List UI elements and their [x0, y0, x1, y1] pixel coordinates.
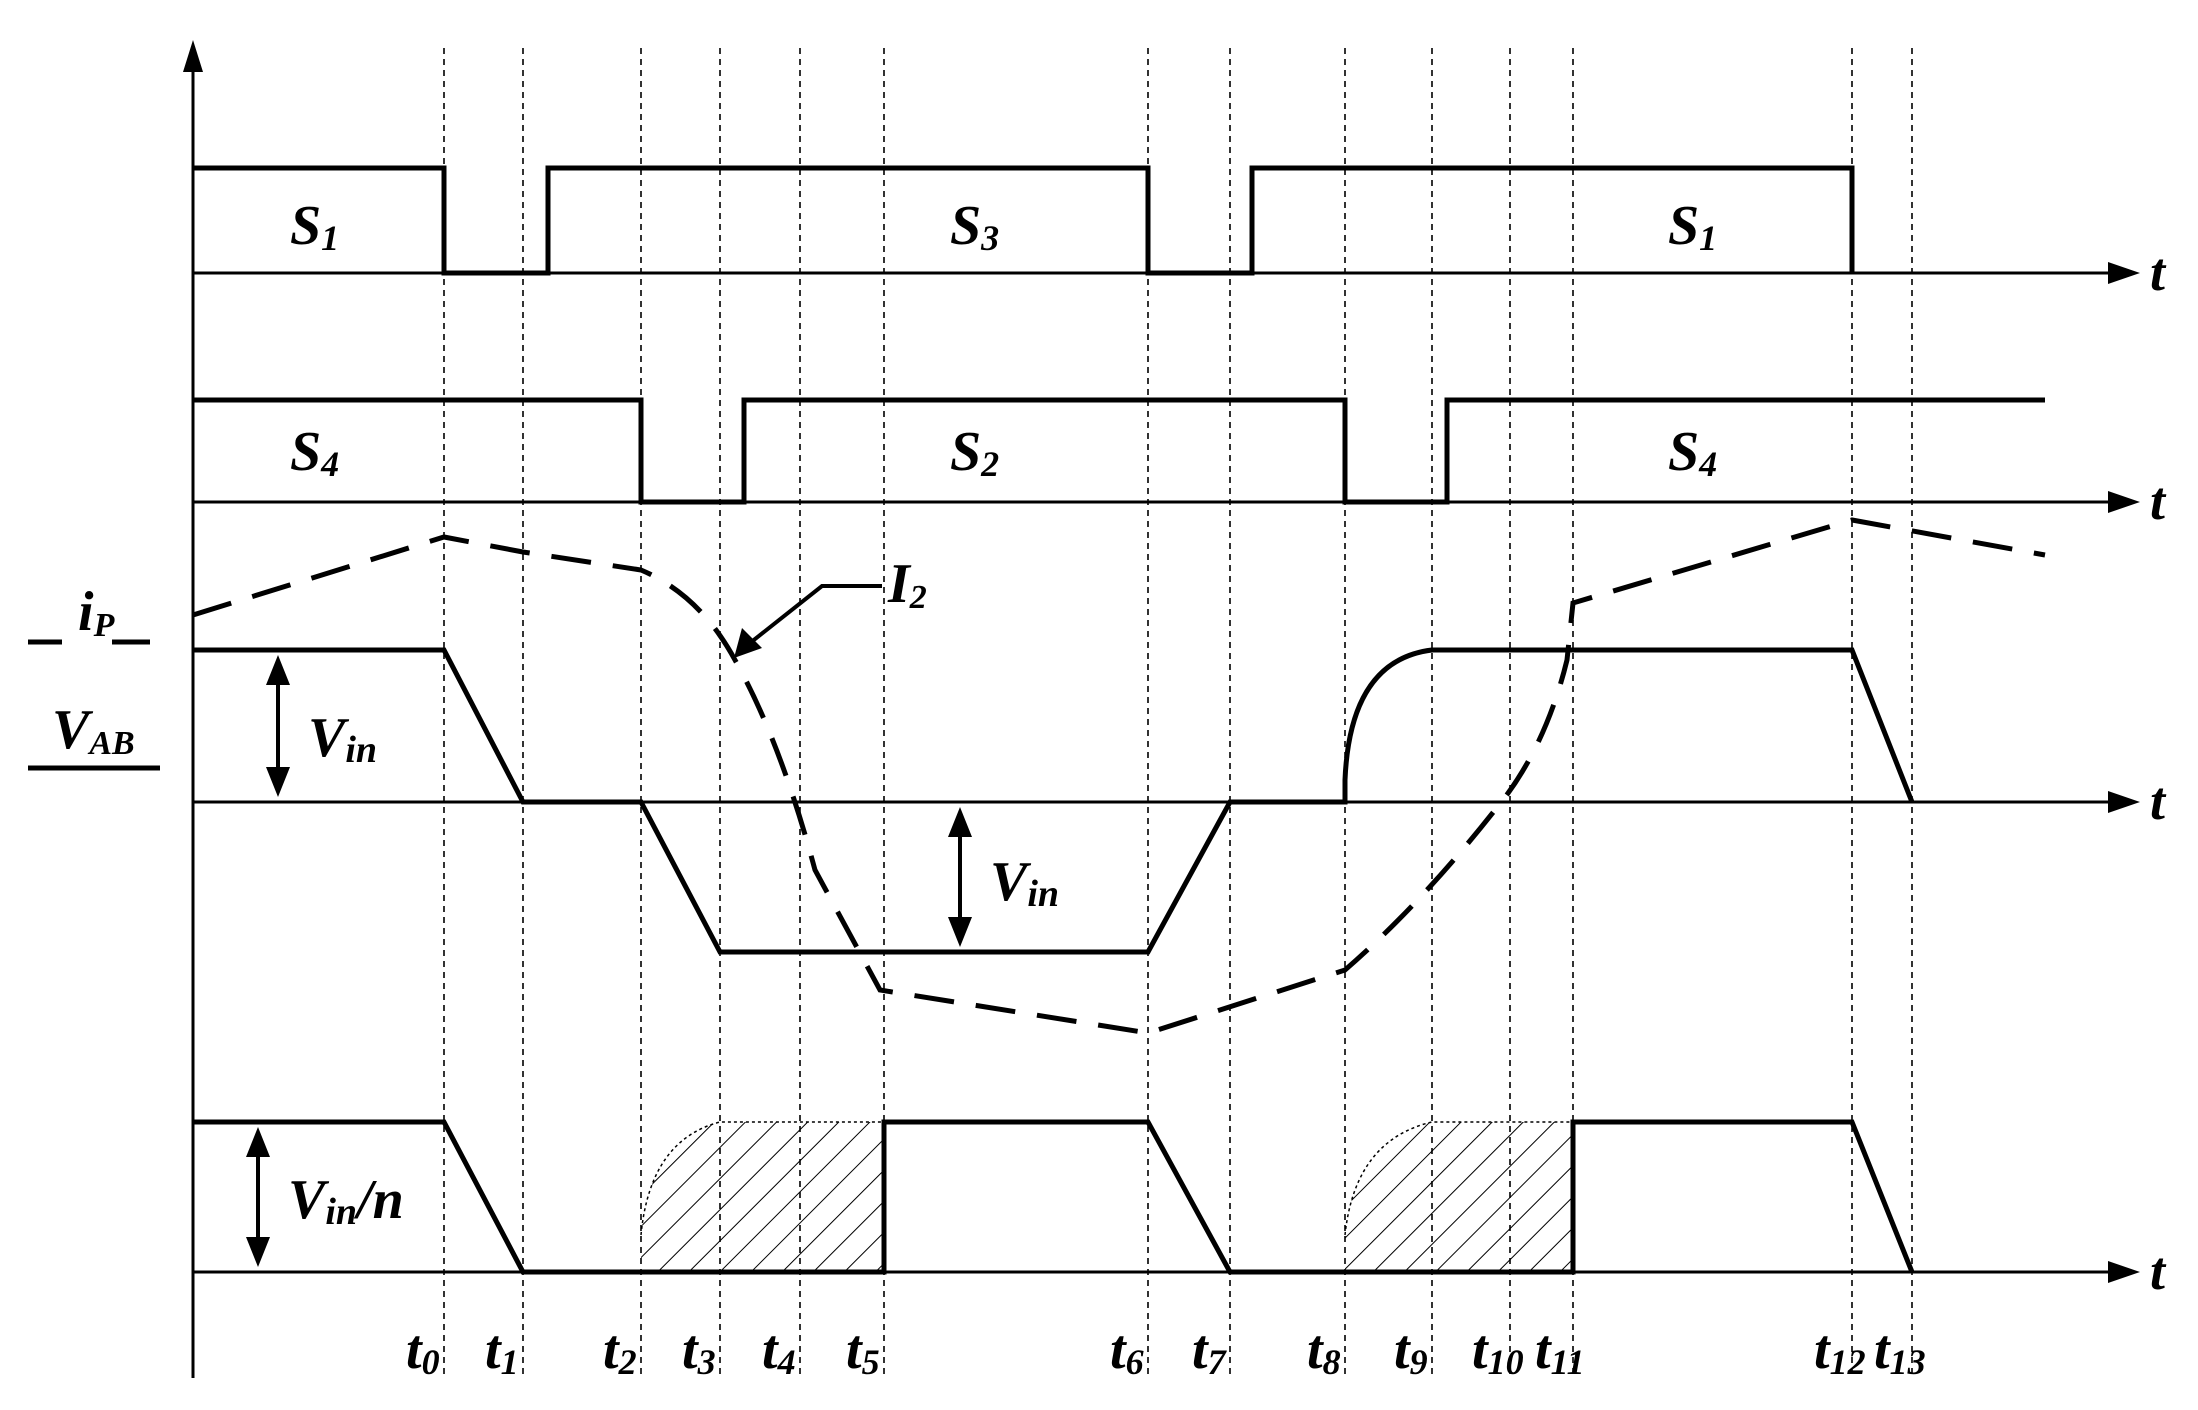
tick-label-t1: t1: [485, 1319, 519, 1382]
axis-t-label: t: [2150, 1241, 2167, 1301]
hatched-region-2: [1345, 1122, 1573, 1272]
tick-label-t10: t10: [1472, 1319, 1524, 1382]
axis-arrow-icon: [2108, 1261, 2140, 1283]
tick-label-t0: t0: [406, 1319, 440, 1382]
amplitude-arrows: [246, 655, 972, 1267]
switch-label-s2: S2: [950, 421, 999, 484]
vab-label: VAB: [52, 699, 135, 762]
gate-waveform-s4-s2: [193, 397, 2045, 505]
tick-label-t3: t3: [682, 1319, 716, 1382]
arrow-up-icon: [246, 1127, 270, 1157]
vin-n-label: Vin/n: [288, 1169, 404, 1233]
switch-label-s3: S3: [950, 195, 999, 258]
tick-label-t7: t7: [1192, 1319, 1228, 1382]
gate-waveform-s1-s3: [193, 165, 1855, 276]
ip-current-waveform: [192, 517, 2046, 1036]
i2-label: I2: [887, 553, 927, 616]
switch-label-s4: S4: [290, 421, 339, 484]
switch-label-s1: S1: [290, 195, 339, 258]
switch-label-s4-repeat: S4: [1668, 421, 1717, 484]
hatched-region-1: [641, 1122, 884, 1272]
i2-pointer-line: [748, 584, 882, 645]
tick-label-t13: t13: [1874, 1319, 1926, 1382]
arrow-down-icon: [246, 1237, 270, 1267]
tick-label-t9: t9: [1394, 1319, 1428, 1382]
time-axes: [193, 271, 2110, 1274]
axis-t-labels: t t t t: [2150, 242, 2167, 1301]
arrow-up-icon: [948, 807, 972, 837]
tick-label-t2: t2: [603, 1319, 637, 1382]
axis-arrow-icon: [2108, 491, 2140, 513]
tick-label-t11: t11: [1535, 1319, 1585, 1382]
axis-arrow-icon: [2108, 262, 2140, 284]
hatched-region-1-curve: [640, 1121, 884, 1236]
tick-label-t12: t12: [1814, 1319, 1866, 1382]
time-axis-arrows: [2108, 262, 2140, 1283]
axis-t-label: t: [2150, 771, 2167, 831]
ip-label: iP: [78, 581, 115, 644]
tick-label-t8: t8: [1307, 1319, 1341, 1382]
switch-label-s1-repeat: S1: [1668, 195, 1717, 258]
vout-waveform: [193, 1119, 1915, 1275]
vin-label-2: Vin: [990, 851, 1059, 915]
vertical-axis-arrow-icon: [183, 40, 203, 72]
arrow-down-icon: [948, 917, 972, 947]
vab-waveform: [193, 647, 1915, 955]
i2-pointer-arrow-icon: [734, 628, 762, 658]
arrow-down-icon: [266, 767, 290, 797]
vin-label-1: Vin: [308, 707, 377, 771]
arrow-up-icon: [266, 655, 290, 685]
tick-label-t6: t6: [1110, 1319, 1144, 1382]
tick-label-t5: t5: [846, 1319, 880, 1382]
axis-arrow-icon: [2108, 791, 2140, 813]
hatched-region-2-curve: [1344, 1121, 1573, 1236]
tick-label-t4: t4: [762, 1319, 796, 1382]
axis-t-label: t: [2150, 471, 2167, 531]
axis-t-label: t: [2150, 242, 2167, 302]
